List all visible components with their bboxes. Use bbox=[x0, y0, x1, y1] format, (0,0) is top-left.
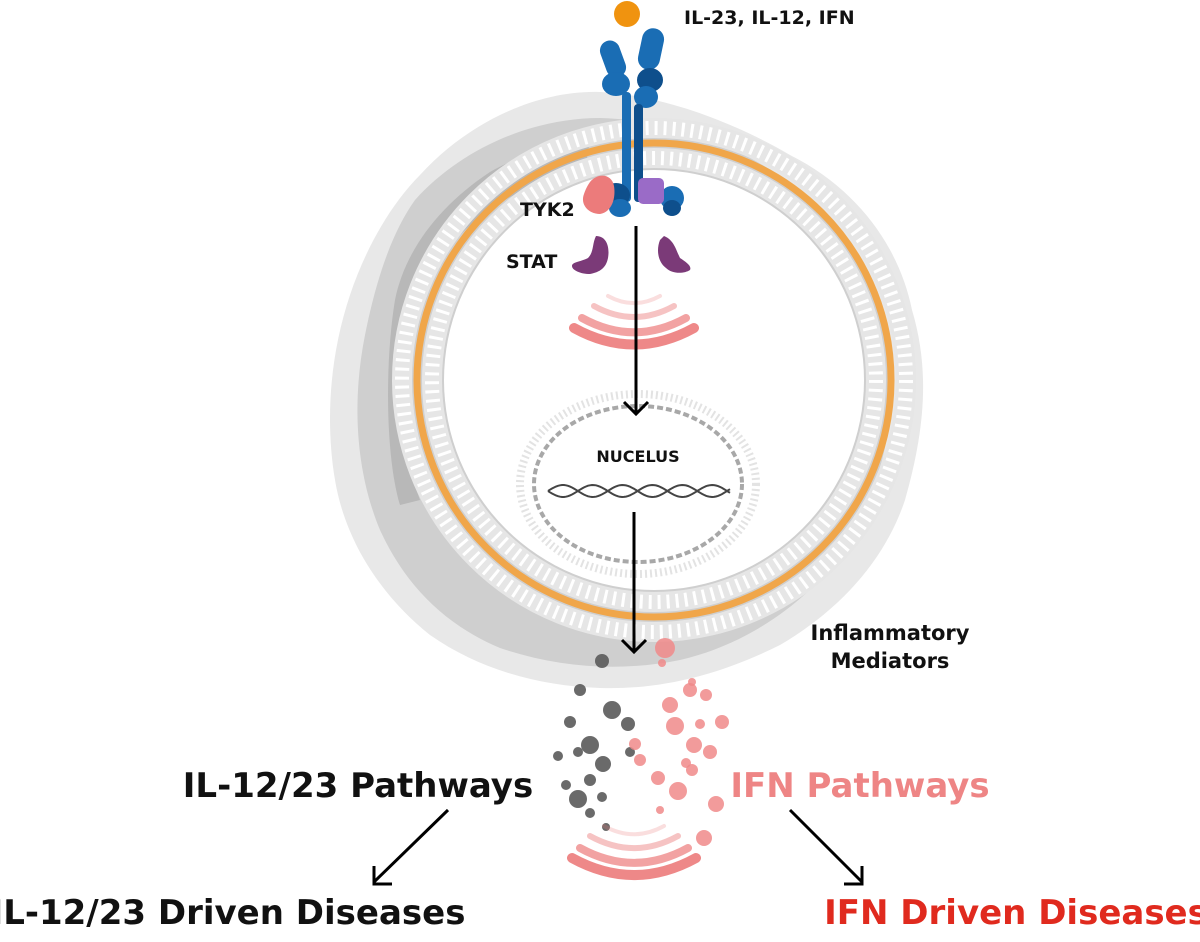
mediator-particle-grey bbox=[595, 654, 609, 668]
mediator-particle-pink bbox=[683, 683, 697, 697]
mediator-particle-pink bbox=[655, 638, 675, 658]
membrane-lipid-core bbox=[413, 139, 895, 621]
signal-wave bbox=[591, 303, 677, 320]
receptor-top-left bbox=[599, 40, 627, 78]
receptor-domain bbox=[602, 72, 630, 96]
signal-waves-lower bbox=[567, 824, 701, 881]
stat-label: STAT bbox=[506, 251, 557, 273]
mediator-particle-pink bbox=[662, 697, 678, 713]
mediator-particle-pink bbox=[715, 715, 729, 729]
membrane-outer-dots bbox=[395, 121, 913, 639]
arrow-head bbox=[372, 866, 392, 886]
receptor-domain bbox=[634, 86, 658, 108]
arrow-head bbox=[620, 638, 648, 655]
nucleus-envelope-inner bbox=[532, 404, 744, 564]
stat-protein-left bbox=[572, 236, 609, 274]
mediator-particle-grey bbox=[602, 823, 610, 831]
signal-arrow-from-nucleus bbox=[620, 512, 648, 655]
mediator-particle-grey bbox=[621, 717, 635, 731]
nucleus-label: NUCELUS bbox=[596, 447, 679, 466]
mediator-particle-grey bbox=[553, 751, 563, 761]
right-disease-label: IFN Driven Diseases bbox=[824, 893, 1200, 933]
tyk2-label: TYK2 bbox=[520, 199, 575, 221]
signal-wave bbox=[602, 824, 666, 837]
arrow-shaft bbox=[788, 808, 864, 884]
signal-wave bbox=[567, 853, 701, 881]
mediator-particle-grey bbox=[573, 747, 583, 757]
nucleus-envelope-outer bbox=[516, 390, 760, 578]
mediator-particle-grey bbox=[564, 716, 576, 728]
cytoplasm bbox=[444, 170, 864, 590]
arrow-shaft bbox=[372, 808, 450, 884]
inflammatory-mediators bbox=[553, 638, 729, 846]
nucleus bbox=[516, 390, 760, 578]
membrane-inner-dots bbox=[425, 151, 883, 609]
receptor-base bbox=[609, 199, 631, 217]
receptor-stalk-right bbox=[634, 104, 643, 202]
mediator-particle-grey bbox=[625, 747, 635, 757]
mediator-particle-pink bbox=[666, 717, 684, 735]
left-disease-label: IL-12/23 Driven Diseases bbox=[0, 893, 465, 933]
right-disease-arrow bbox=[788, 808, 864, 886]
mediator-particle-grey bbox=[574, 684, 586, 696]
mediator-particle-grey bbox=[584, 774, 596, 786]
signal-waves-upper bbox=[569, 294, 699, 350]
dna-strand bbox=[547, 483, 731, 499]
mediator-particle-pink bbox=[629, 738, 641, 750]
mediator-particle-pink bbox=[669, 782, 687, 800]
mediator-particle-pink bbox=[700, 689, 712, 701]
mediator-particle-pink bbox=[696, 830, 712, 846]
mediator-particle-grey bbox=[581, 736, 599, 754]
ligand-label: IL-23, IL-12, IFN bbox=[684, 7, 855, 29]
mediator-particle-pink bbox=[651, 771, 665, 785]
mediator-particle-grey bbox=[585, 808, 595, 818]
mediator-particle-grey bbox=[569, 790, 587, 808]
left-pathway-label: IL-12/23 Pathways bbox=[183, 766, 533, 806]
jak-partner bbox=[638, 178, 664, 204]
mediator-particle-pink bbox=[686, 737, 702, 753]
mediator-particle-pink bbox=[688, 678, 696, 686]
mediator-particle-pink bbox=[708, 796, 724, 812]
tyk2-kinase bbox=[582, 175, 615, 214]
right-pathway-label: IFN Pathways bbox=[730, 766, 989, 806]
mediators-label-line1: Inflammatory bbox=[811, 621, 970, 645]
arrow-head bbox=[622, 400, 650, 417]
receptor-top-right bbox=[637, 28, 665, 70]
mediator-particle-grey bbox=[603, 701, 621, 719]
mediator-particle-grey bbox=[595, 756, 611, 772]
mediator-particle-pink bbox=[695, 719, 705, 729]
mediator-particle-pink bbox=[656, 806, 664, 814]
mediator-particle-pink bbox=[686, 764, 698, 776]
stat-protein-right bbox=[658, 236, 691, 273]
mediator-particle-grey bbox=[561, 780, 571, 790]
cytokine-ligand bbox=[614, 1, 640, 27]
signal-wave bbox=[587, 833, 681, 852]
mediator-particle-pink bbox=[634, 754, 646, 766]
signal-wave bbox=[578, 314, 690, 337]
arrow-head bbox=[844, 866, 864, 886]
signal-arrow-to-nucleus bbox=[622, 226, 650, 417]
receptor-base bbox=[663, 200, 681, 216]
signal-wave bbox=[606, 294, 662, 306]
mediators-label-line2: Mediators bbox=[831, 649, 950, 673]
left-disease-arrow bbox=[372, 808, 450, 886]
receptor-domain bbox=[637, 68, 663, 92]
receptor-stalk-left bbox=[622, 92, 631, 202]
mediator-particle-pink bbox=[658, 659, 666, 667]
signal-wave bbox=[569, 323, 699, 350]
mediator-particle-pink bbox=[703, 745, 717, 759]
mediator-particle-grey bbox=[597, 792, 607, 802]
signal-wave bbox=[576, 844, 692, 867]
